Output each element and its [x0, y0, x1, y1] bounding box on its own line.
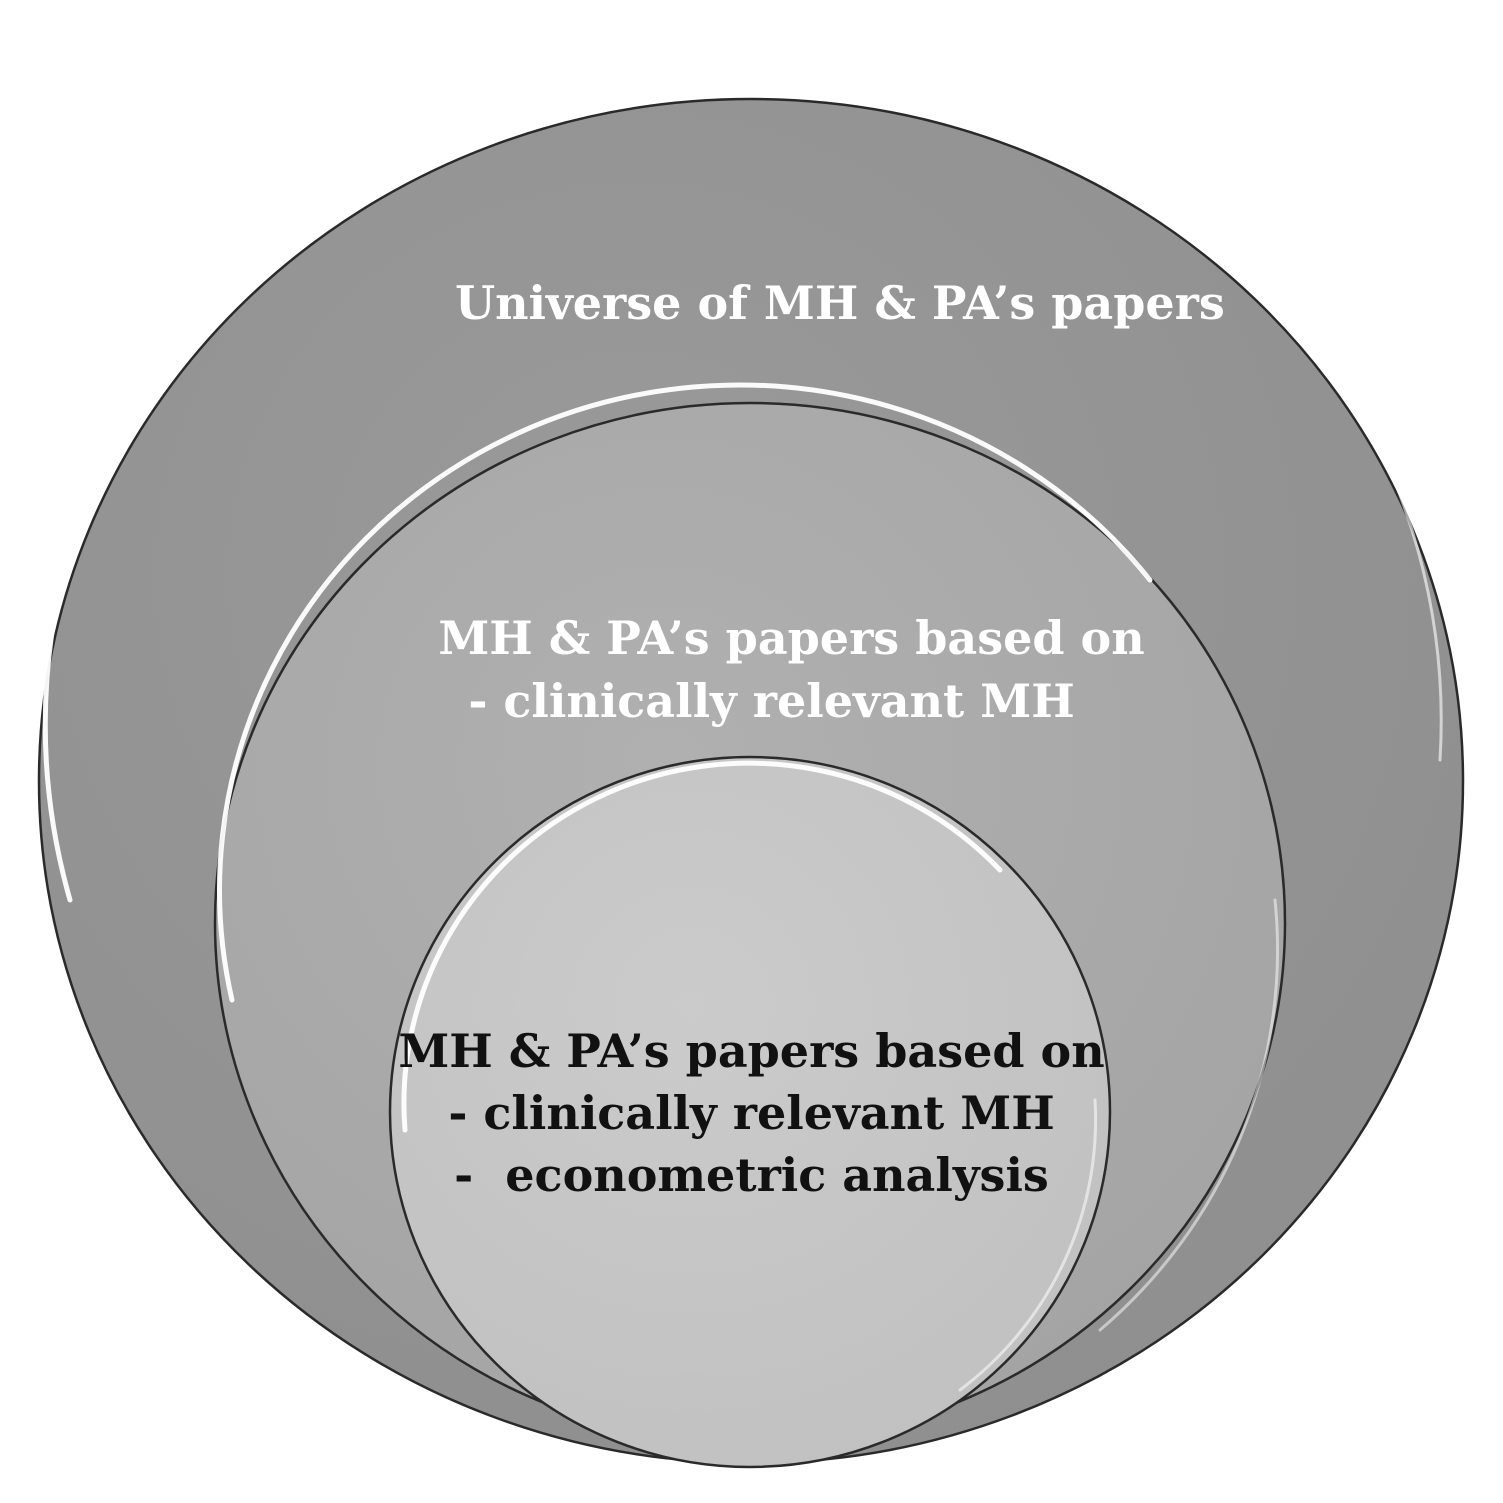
- inner-circle: [388, 755, 1112, 1469]
- inner-circle-highlight: [401, 760, 1003, 1133]
- middle-circle-label-line1: MH & PA’s papers based on: [438, 611, 1145, 665]
- outer-circle-label: Universe of MH & PA’s papers: [455, 276, 1225, 330]
- inner-circle-label-line3: - econometric analysis: [454, 1148, 1049, 1202]
- middle-circle-label-line2: - clinically relevant MH: [468, 674, 1075, 728]
- middle-circle-highlight: [217, 382, 1153, 1003]
- inner-circle-label-line1: MH & PA’s papers based on: [398, 1024, 1105, 1078]
- outer-circle-highlight: [42, 56, 1303, 903]
- inner-circle-label-line2: - clinically relevant MH: [448, 1086, 1055, 1140]
